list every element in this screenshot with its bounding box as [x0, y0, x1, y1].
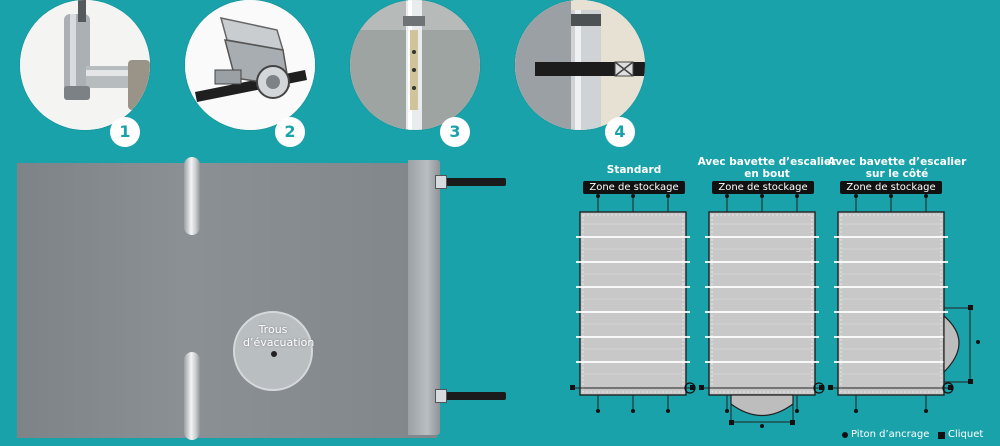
diagram-end-step: [698, 193, 825, 428]
anchor-icon: [842, 432, 848, 438]
legend-ratchet-label: Cliquet: [948, 429, 984, 440]
detail-badge-2: 2: [275, 117, 305, 147]
diagram-title-side-step: Avec bavette d’escalier sur le côté: [827, 156, 967, 180]
cover-edge-flap: [408, 160, 440, 435]
diagram-title-end-step: Avec bavette d’escalier en bout: [697, 156, 837, 180]
drain-label: Trous d’évacuation: [243, 323, 315, 349]
diagram-side-step: [827, 193, 980, 414]
tube-top: [184, 157, 200, 235]
diagram-standard: [569, 193, 696, 414]
detail-badge-3: 3: [440, 117, 470, 147]
ratchet-square-icon: [938, 431, 945, 439]
ratchet-icon: [185, 0, 315, 130]
drain-hole: [271, 351, 277, 357]
legend-anchor-label: Piton d’ancrage: [851, 429, 930, 440]
detail-photo-2: [185, 0, 315, 130]
cover-panel: [17, 163, 437, 438]
detail-badge-1: 1: [110, 117, 140, 147]
strap-bottom-buckle: [435, 389, 447, 403]
detail-photo-3: [350, 0, 480, 130]
strap-bottom: [438, 392, 506, 400]
drain-callout: Trous d’évacuation: [233, 311, 315, 391]
legend-anchor: Piton d’ancrage: [842, 428, 929, 442]
zone-label-side-step: Zone de stockage: [840, 181, 942, 194]
zone-label-standard: Zone de stockage: [583, 181, 685, 194]
strap-top: [438, 178, 506, 186]
detail-badge-4: 4: [605, 117, 635, 147]
strap-top-buckle: [435, 175, 447, 189]
tube-pole-icon: [350, 0, 480, 130]
detail-photo-1: [20, 0, 150, 130]
tube-bottom: [184, 352, 200, 440]
detail-photo-4: [515, 0, 645, 130]
diagram-title-standard: Standard: [606, 164, 662, 176]
zone-label-end-step: Zone de stockage: [712, 181, 814, 194]
tube-end-icon: [20, 0, 150, 130]
legend-ratchet: Cliquet: [938, 428, 983, 442]
strap-tube-icon: [515, 0, 645, 130]
